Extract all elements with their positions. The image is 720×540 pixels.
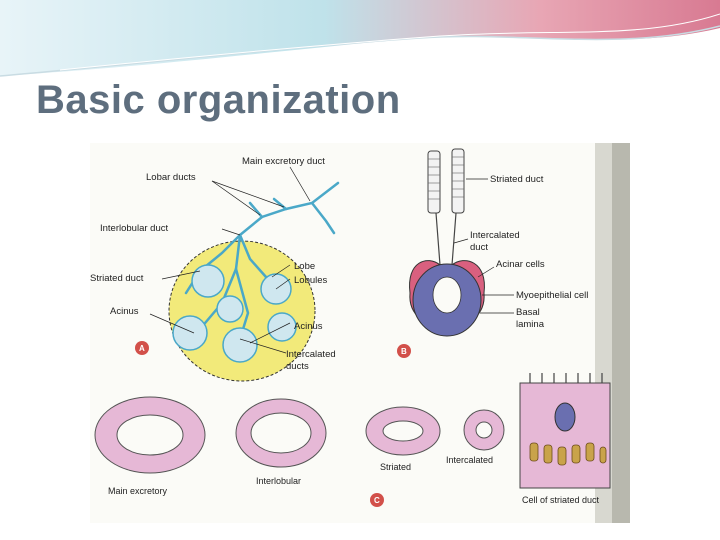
duct-interlobular-lumen [250,412,312,454]
striated-duct-cell-body [519,382,611,489]
label-cell-of-striated-duct: Cell of striated duct [522,495,600,505]
panel-a-marker: A [139,344,145,353]
panel-b-marker-badge [397,344,411,358]
panel-b-marker: B [401,347,407,356]
striated-duct-cell-mitochondria [529,442,607,466]
label-striated: Striated [380,462,411,472]
lobule [216,295,244,323]
label-striated-duct-a: Striated duct [90,273,144,284]
leader-lines-a [149,166,311,354]
label-intercalated-duct-line1: Intercalated [470,230,520,241]
label-intercalated-ducts-line2: ducts [286,361,309,372]
banner-wave-line-2 [59,13,720,71]
label-acinus-right: Acinus [294,321,323,332]
panel-c-marker-badge [370,493,384,507]
panel-c-marker: C [374,496,380,505]
label-lobar-ducts: Lobar ducts [146,172,196,183]
duct-main-excretory-lumen [116,414,184,456]
label-interlobular-duct: Interlobular duct [100,223,168,234]
striated-duct-cells [428,156,464,200]
lobule [172,315,208,351]
label-acinar-cells: Acinar cells [496,259,545,270]
acinus-lumen [432,276,462,314]
label-lobules: Lobules [294,275,328,286]
header-banner [0,0,720,77]
label-striated-duct-b: Striated duct [490,174,544,185]
label-main-excretory: Main excretory [108,486,168,496]
banner-wave-fill [0,0,720,76]
lobule [222,327,258,363]
label-intercalated-duct-line2: duct [470,242,488,253]
panel-b: Striated duct Intercalated duct Acinar c… [397,148,588,358]
label-lobe: Lobe [294,261,315,272]
striated-duct-cell-microvilli [529,373,603,383]
label-acinus-left: Acinus [110,306,139,317]
striated-duct-cell-nucleus [554,402,576,432]
label-intercalated: Intercalated [446,455,493,465]
label-myoepithelial-cell: Myoepithelial cell [516,290,588,301]
leader-lines-b [453,178,514,314]
intercalated-duct-stalk [435,212,457,266]
slide-title: Basic organization [36,78,401,122]
label-intercalated-ducts-line1: Intercalated [286,349,336,360]
panel-c: Main excretory Interlobular Striated Int… [94,373,611,507]
duct-intercalated-lumen [475,421,493,439]
label-main-excretory-duct: Main excretory duct [242,156,325,167]
label-basal-lamina-line2: lamina [516,319,545,330]
page-edge-shadow-dark [612,143,630,523]
label-interlobular: Interlobular [256,476,301,486]
panel-a: Main excretory duct Lobar ducts Interlob… [90,156,340,382]
label-basal-lamina-line1: Basal [516,307,540,318]
panel-a-marker-badge [135,341,149,355]
duct-striated-lumen [382,420,424,442]
salivary-gland-figure: Main excretory duct Lobar ducts Interlob… [90,143,630,523]
lobule [191,264,225,298]
